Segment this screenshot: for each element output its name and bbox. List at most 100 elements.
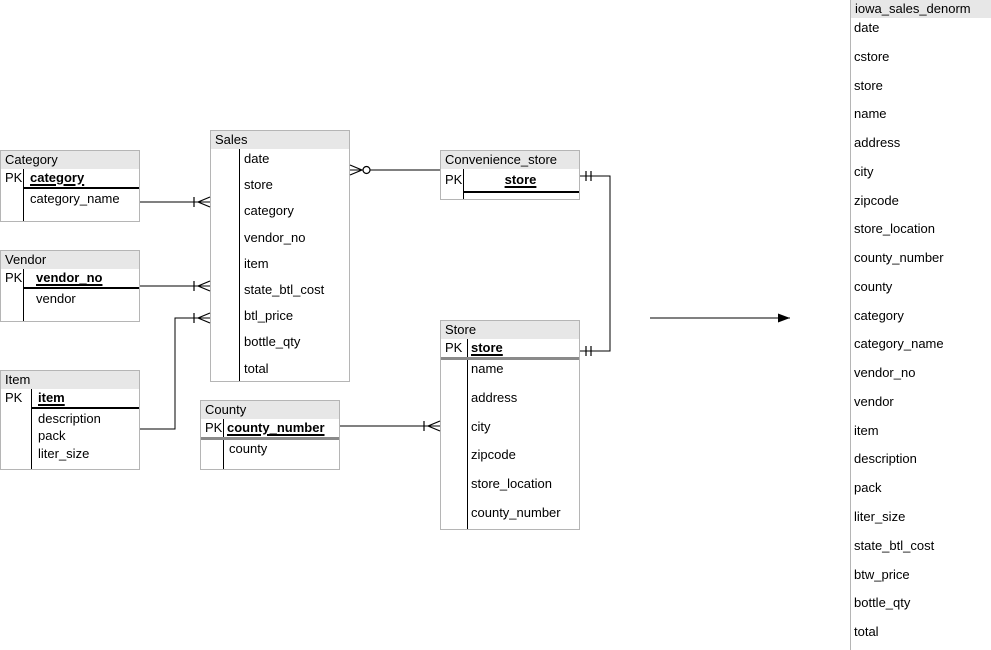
attribute-label: store_location bbox=[471, 476, 552, 492]
pk-column-divider bbox=[239, 149, 240, 381]
table-attribute: liter_size bbox=[1, 444, 138, 461]
pk-separator bbox=[31, 407, 139, 409]
attribute-label: store bbox=[244, 177, 273, 193]
table-attribute: item bbox=[211, 254, 348, 280]
denorm-field-label: category_name bbox=[854, 336, 944, 352]
denorm-field: store_location bbox=[851, 219, 991, 248]
denorm-field: liter_size bbox=[851, 507, 991, 536]
table-attribute: category bbox=[211, 201, 348, 227]
attribute-label: item bbox=[244, 255, 269, 271]
attribute-label: vendor_no bbox=[244, 229, 306, 245]
table-title: Store bbox=[441, 321, 579, 339]
table-attribute: pack bbox=[1, 426, 138, 443]
denorm-field: item bbox=[851, 421, 991, 450]
pk-separator bbox=[463, 191, 579, 193]
denorm-field: city bbox=[851, 162, 991, 191]
pk-column-divider bbox=[23, 169, 24, 221]
attribute-label: vendor bbox=[36, 291, 76, 306]
attribute-label: description bbox=[38, 411, 101, 426]
denorm-field-label: store bbox=[854, 77, 883, 93]
denorm-field: btw_price bbox=[851, 565, 991, 594]
table-attribute: county_number bbox=[441, 503, 578, 532]
attribute-label: city bbox=[471, 418, 491, 434]
denorm-field-label: pack bbox=[854, 480, 882, 496]
table-attribute: date bbox=[211, 149, 348, 175]
denorm-field: vendor_no bbox=[851, 363, 991, 392]
table-title: Item bbox=[1, 371, 139, 389]
table-attribute: total bbox=[211, 359, 348, 385]
denorm-field: date bbox=[851, 18, 991, 47]
connector-convenience_store-store bbox=[580, 171, 611, 356]
table-attribute: vendor_no bbox=[211, 228, 348, 254]
table-attribute: bottle_qty bbox=[211, 332, 348, 358]
attribute-label: pack bbox=[38, 428, 66, 444]
table-title: Convenience_store bbox=[441, 151, 579, 169]
table-attribute: county bbox=[201, 439, 338, 459]
attribute-label: county_number bbox=[471, 504, 561, 520]
denorm-field-label: category bbox=[854, 307, 904, 323]
pk-separator bbox=[441, 357, 579, 360]
pk-column-divider bbox=[23, 269, 24, 321]
attribute-label: date bbox=[244, 151, 270, 166]
pk-label: PK bbox=[445, 172, 463, 187]
table-attribute: city bbox=[441, 417, 578, 446]
pk-field-county_number: county_number bbox=[227, 420, 325, 435]
table-attribute: store bbox=[211, 175, 348, 201]
denorm-field-label: liter_size bbox=[854, 509, 906, 525]
denorm-field-label: total bbox=[854, 624, 879, 640]
connector-sales-convenience_store bbox=[349, 164, 440, 176]
attribute-label: category bbox=[244, 203, 294, 219]
attribute-label: name bbox=[471, 361, 504, 376]
pk-field-store: store bbox=[504, 172, 537, 187]
pk-field-category: category bbox=[30, 170, 85, 185]
pk-separator bbox=[201, 437, 339, 440]
denorm-field-label: store_location bbox=[854, 221, 935, 237]
pk-column-divider bbox=[223, 419, 224, 469]
denorm-field-label: city bbox=[854, 163, 874, 179]
denorm-field-label: zipcode bbox=[854, 192, 899, 208]
attribute-label: liter_size bbox=[38, 445, 90, 461]
denorm-field: category bbox=[851, 306, 991, 335]
denorm-field: vendor bbox=[851, 392, 991, 421]
denorm-field: name bbox=[851, 104, 991, 133]
denorm-field: state_btl_cost bbox=[851, 536, 991, 565]
pk-separator bbox=[23, 287, 139, 289]
table-title: Vendor bbox=[1, 251, 139, 269]
denorm-field: store bbox=[851, 76, 991, 105]
pk-label: PK bbox=[5, 390, 23, 405]
attribute-label: category_name bbox=[30, 191, 120, 206]
connector-er-diagram-iowa_sales_denorm bbox=[650, 313, 790, 323]
denorm-field: county_number bbox=[851, 248, 991, 277]
attribute-label: zipcode bbox=[471, 447, 516, 463]
denorm-field-label: date bbox=[854, 20, 880, 35]
table-attribute: btl_price bbox=[211, 306, 348, 332]
table-attribute: category_name bbox=[1, 189, 138, 209]
denorm-field: zipcode bbox=[851, 191, 991, 220]
denorm-field-label: vendor_no bbox=[854, 365, 916, 381]
pk-field-item: item bbox=[38, 390, 65, 405]
denorm-field: description bbox=[851, 449, 991, 478]
denorm-field-label: state_btl_cost bbox=[854, 537, 935, 553]
denorm-field: county bbox=[851, 277, 991, 306]
denorm-field-label: address bbox=[854, 135, 901, 151]
attribute-label: county bbox=[229, 441, 268, 456]
denorm-field: address bbox=[851, 133, 991, 162]
table-attribute: zipcode bbox=[441, 445, 578, 474]
denorm-field-label: description bbox=[854, 451, 917, 467]
attribute-label: address bbox=[471, 389, 518, 405]
denorm-field: pack bbox=[851, 478, 991, 507]
pk-separator bbox=[23, 187, 139, 189]
denorm-field-label: county_number bbox=[854, 250, 944, 266]
denorm-field-label: name bbox=[854, 106, 887, 122]
denorm-table-title: iowa_sales_denorm bbox=[851, 0, 991, 18]
pk-column-divider bbox=[31, 389, 32, 469]
